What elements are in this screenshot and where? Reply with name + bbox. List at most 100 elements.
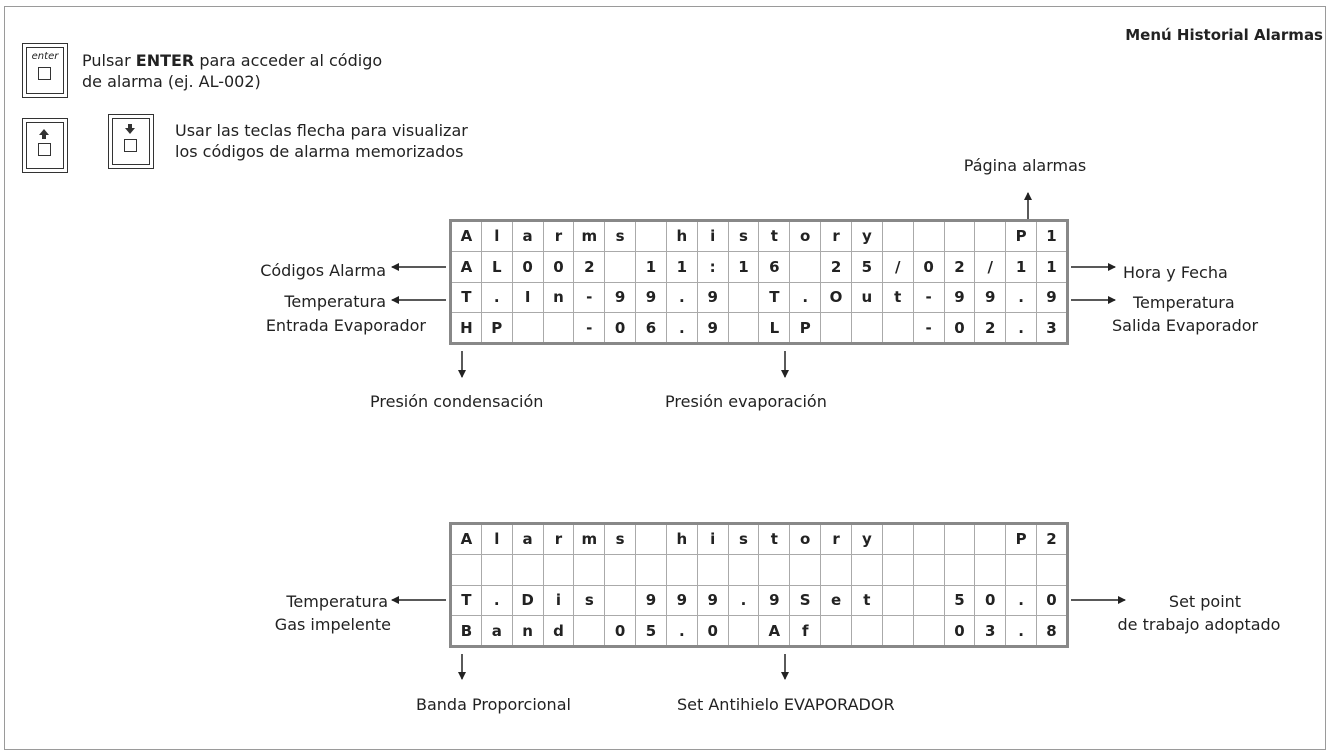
lcd-cell: . [789,281,822,314]
lcd-cell [820,615,852,647]
up-arrow-stem [42,135,46,139]
lcd-cell: 9 [696,312,729,344]
lcd-cell: 0 [943,615,976,647]
arrows-instruction-line1: Usar las teclas flecha para visualizar [175,121,468,140]
lcd-cell: u [850,281,883,314]
lcd-cell: 0 [542,250,575,283]
evap-pressure-label: Presión evaporación [665,392,827,411]
lcd-cell: A [450,250,482,283]
lcd-cell: 6 [758,250,791,283]
lcd-cell: 1 [1036,250,1068,283]
lcd-cell: 9 [635,584,667,617]
down-arrow-stem [128,124,132,128]
up-arrow-key[interactable] [22,118,68,173]
lcd-cell: s [727,523,760,555]
enter-key-frame [26,47,64,94]
lcd-cell: O [820,281,852,314]
lcd-cell: 1 [1036,220,1068,252]
lcd-cell: 0 [1036,584,1068,617]
lcd-cell [912,523,945,555]
lcd-cell: I [511,281,544,314]
down-arrow-key-square [124,139,137,152]
lcd-cell: 6 [635,312,667,344]
lcd-cell: 0 [604,312,637,344]
lcd-cell: 0 [912,250,945,283]
lcd-cell: . [665,312,698,344]
lcd-cell: i [542,584,575,617]
lcd-cell: l [480,220,513,252]
lcd-cell: a [511,523,544,555]
lcd-cell: n [542,281,575,314]
down-arrow-key[interactable] [108,114,154,169]
lcd-cell: . [1005,615,1038,647]
lcd-cell: 5 [635,615,667,647]
lcd-cell: 9 [974,281,1007,314]
lcd-cell: 9 [943,281,976,314]
lcd-cell: : [696,250,729,283]
lcd-cell: m [573,523,606,555]
lcd-cell [912,584,945,617]
lcd-cell: - [573,312,606,344]
lcd-cell: i [696,220,729,252]
lcd-cell [604,584,637,617]
lcd-cell: a [511,220,544,252]
lcd-cell: A [450,523,482,555]
time-date-label: Hora y Fecha [1123,263,1228,282]
lcd-cell: - [912,281,945,314]
lcd-cell: a [480,615,513,647]
lcd-cell [696,553,729,586]
enter-instruction-bold: ENTER [135,51,195,70]
setpoint-label-2: de trabajo adoptado [1117,615,1281,634]
alarm-codes-label: Códigos Alarma [260,261,386,280]
lcd-row [450,553,1068,586]
lcd-cell: 8 [1036,615,1068,647]
lcd-cell: P [789,312,822,344]
lcd-cell [850,553,883,586]
lcd-cell: - [912,312,945,344]
lcd-cell [635,220,667,252]
lcd-cell [604,553,637,586]
lcd-cell: f [789,615,822,647]
up-arrow-key-square [38,143,51,156]
lcd-cell: . [480,281,513,314]
enter-instruction-line2: de alarma (ej. AL-002) [82,72,261,91]
lcd-cell: / [881,250,914,283]
lcd-cell: 5 [943,584,976,617]
down-arrow-key-frame [112,118,150,165]
lcd-cell: . [480,584,513,617]
page-title: Menú Historial Alarmas [1125,26,1323,44]
enter-key[interactable]: enter [22,43,68,98]
lcd-cell: L [758,312,791,344]
lcd-cell: L [480,250,513,283]
lcd-cell: t [758,220,791,252]
lcd-cell: 0 [943,312,976,344]
page-frame [4,6,1326,750]
down-arrow-icon [125,128,135,134]
lcd-cell [943,523,976,555]
up-arrow-icon [39,129,49,135]
up-arrow-key-frame [26,122,64,169]
page-alarms-label: Página alarmas [963,156,1087,175]
lcd-cell: 0 [511,250,544,283]
lcd-cell: 0 [696,615,729,647]
enter-instruction-rest: para acceder al código [194,51,383,70]
enter-instruction: Pulsar ENTER para acceder al código [82,50,382,71]
lcd-cell [727,553,760,586]
gas-temp-label-2: Gas impelente [274,615,391,634]
lcd-cell [943,553,976,586]
lcd-cell [850,312,883,344]
lcd-cell [881,615,914,647]
lcd-cell: r [820,523,852,555]
enter-instruction-prefix: Pulsar [82,51,136,70]
lcd-cell: S [789,584,822,617]
lcd-cell: 3 [974,615,1007,647]
lcd-cell: . [727,584,760,617]
lcd-cell: 3 [1036,312,1068,344]
lcd-cell [727,281,760,314]
lcd-cell [820,312,852,344]
lcd-cell: t [850,584,883,617]
enter-key-label: enter [31,51,59,62]
